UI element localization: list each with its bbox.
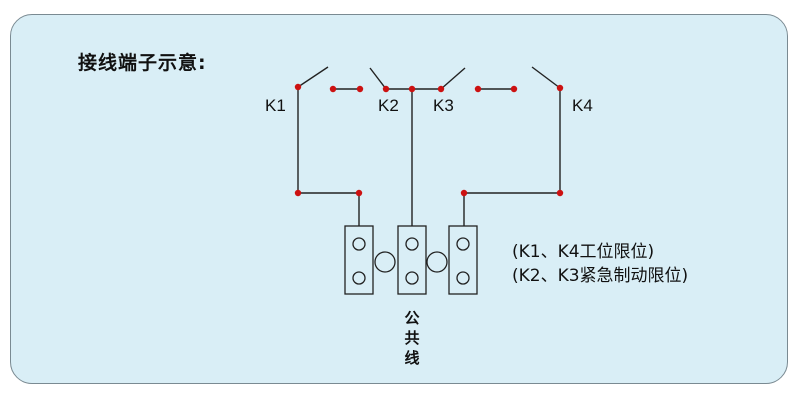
k4-label: K4 [572, 96, 593, 115]
terminal-block-left [344, 225, 374, 295]
legend-line-2: (K2、K3紧急制动限位) [512, 266, 689, 286]
terminal-screw [456, 237, 470, 251]
common-terminal-label: 公 共 线 [400, 308, 424, 368]
contact-node [408, 85, 416, 93]
contact-node [474, 85, 482, 93]
terminal-connector [426, 251, 448, 273]
terminal-block-center [397, 225, 427, 295]
contact-node [382, 85, 390, 93]
terminal-screw [405, 237, 419, 251]
contact-node [460, 189, 468, 197]
wires [297, 66, 561, 226]
diagram-title: 接线端子示意: [78, 52, 207, 74]
common-terminal-char-1: 公 [404, 309, 420, 327]
k2-label: K2 [378, 96, 399, 115]
terminal-screw [352, 271, 366, 285]
contact-node [294, 189, 302, 197]
contact-node [356, 85, 364, 93]
contact-node [437, 85, 445, 93]
contact-node [329, 85, 337, 93]
contact-nodes [294, 83, 564, 197]
diagram-panel [10, 14, 788, 384]
terminal-connector [374, 251, 396, 273]
terminal-block-right [448, 225, 478, 295]
legend-line-1: (K1、K4工位限位) [512, 242, 655, 262]
contact-node [510, 85, 518, 93]
k1-switch-blade [297, 66, 329, 88]
contact-node [556, 189, 564, 197]
legend: (K1、K4工位限位) (K2、K3紧急制动限位) [512, 240, 688, 288]
terminal-screw [456, 271, 470, 285]
contact-node [355, 189, 363, 197]
terminal-screw [405, 271, 419, 285]
k4-switch-blade [531, 66, 561, 89]
terminal-blocks [344, 225, 478, 295]
k3-label: K3 [433, 96, 454, 115]
common-terminal-char-2: 共 [404, 329, 420, 347]
k1-label: K1 [265, 96, 286, 115]
k3-switch-blade [440, 67, 466, 90]
contact-node [556, 84, 564, 92]
common-terminal-char-3: 线 [404, 349, 420, 367]
contact-node [294, 83, 302, 91]
k2-switch-blade [369, 67, 387, 90]
terminal-screw [352, 237, 366, 251]
